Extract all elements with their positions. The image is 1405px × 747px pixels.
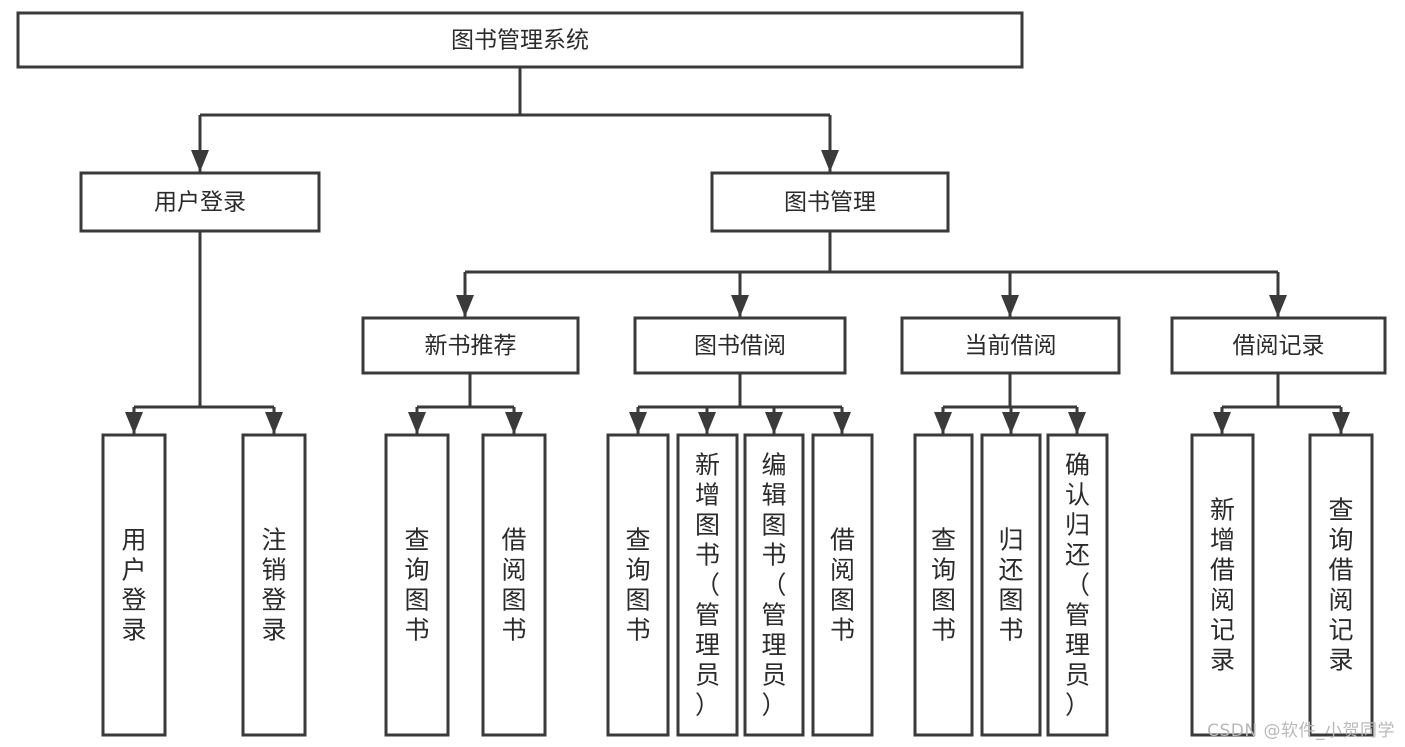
node-root-system[interactable]: 图书管理系统 [16,11,1024,69]
node-leaf-user-login-rect[interactable] [101,433,167,737]
node-leaf-query-borrow-record-rect[interactable] [1308,433,1374,737]
node-root-system-label: 图书管理系统 [451,28,589,54]
arrow-down-icon-level3-0 [456,295,474,317]
arrow-down-icon-leaf-0-0 [125,412,143,434]
arrow-down-icon-leaf-1-1 [505,412,523,434]
node-leaf-logout[interactable]: 注销登录 [241,433,307,737]
node-leaf-query-book-cur-label: 查询图书 [931,525,956,644]
node-leaf-borrow-book-bor[interactable]: 借阅图书 [811,433,874,737]
node-leaf-confirm-return-admin-rect[interactable] [1046,433,1109,737]
node-leaf-query-book-rec-rect[interactable] [384,433,450,737]
node-current-borrow[interactable]: 当前借阅 [900,316,1121,375]
node-leaf-borrow-book-rec-rect[interactable] [481,433,547,737]
arrow-down-icon-leaf-0-1 [265,412,283,434]
node-borrow-record-label: 借阅记录 [1233,333,1325,359]
node-user-login-label: 用户登录 [154,190,246,216]
node-leaf-edit-book-admin[interactable]: 编辑图书（管理员） [743,433,805,737]
node-leaf-add-book-admin-label: 新增图书（管理员） [695,450,720,719]
node-leaf-add-book-admin[interactable]: 新增图书（管理员） [676,433,739,737]
node-leaf-return-book[interactable]: 归还图书 [980,433,1042,737]
node-leaf-query-book-cur-rect[interactable] [913,433,974,737]
node-leaf-confirm-return-admin-label: 确认归还（管理员） [1065,450,1090,719]
node-leaf-query-borrow-record[interactable]: 查询借阅记录 [1308,433,1374,737]
arrow-down-icon-level3-3 [1269,295,1287,317]
node-leaf-query-book-rec-label: 查询图书 [404,525,429,644]
node-leaf-query-book-bor-label: 查询图书 [625,525,650,644]
arrow-down-icon-leaf-2-3 [833,412,851,434]
node-leaf-query-book-cur[interactable]: 查询图书 [913,433,974,737]
node-leaf-return-book-rect[interactable] [980,433,1042,737]
node-leaf-borrow-book-bor-rect[interactable] [811,433,874,737]
node-book-manage[interactable]: 图书管理 [710,171,950,233]
node-leaf-query-book-bor[interactable]: 查询图书 [606,433,670,737]
arrow-down-icon-leaf-3-2 [1068,412,1086,434]
node-leaf-return-book-label: 归还图书 [998,525,1023,644]
node-book-manage-label: 图书管理 [784,190,876,216]
node-leaf-edit-book-admin-label: 编辑图书（管理员） [761,450,786,719]
node-leaf-query-borrow-record-label: 查询借阅记录 [1328,495,1353,674]
node-leaf-add-borrow-record-rect[interactable] [1190,433,1255,737]
node-leaf-confirm-return-admin[interactable]: 确认归还（管理员） [1046,433,1109,737]
node-user-login[interactable]: 用户登录 [79,171,321,233]
node-leaf-query-book-bor-rect[interactable] [606,433,670,737]
node-leaf-add-borrow-record[interactable]: 新增借阅记录 [1190,433,1255,737]
arrow-down-icon-level2-0 [191,150,209,172]
node-leaf-query-book-rec[interactable]: 查询图书 [384,433,450,737]
node-leaf-logout-rect[interactable] [241,433,307,737]
arrow-down-icon-leaf-4-1 [1332,412,1350,434]
node-leaf-user-login[interactable]: 用户登录 [101,433,167,737]
node-leaf-borrow-book-rec-label: 借阅图书 [501,525,526,644]
node-leaf-add-book-admin-rect[interactable] [676,433,739,737]
node-book-borrow[interactable]: 图书借阅 [633,316,847,375]
node-leaf-add-borrow-record-label: 新增借阅记录 [1210,495,1235,674]
node-user-login-rect[interactable] [79,171,321,233]
arrow-down-icon-leaf-3-0 [934,412,952,434]
node-current-borrow-rect[interactable] [900,316,1121,375]
node-leaf-user-login-label: 用户登录 [121,525,146,644]
node-new-book-rec[interactable]: 新书推荐 [361,316,580,375]
arrow-down-icon-leaf-2-2 [765,412,783,434]
arrow-down-icon-leaf-2-1 [698,412,716,434]
node-book-manage-rect[interactable] [710,171,950,233]
node-leaf-borrow-book-bor-label: 借阅图书 [830,525,855,644]
node-new-book-rec-rect[interactable] [361,316,580,375]
node-current-borrow-label: 当前借阅 [965,333,1057,359]
node-layer: 图书管理系统用户登录图书管理新书推荐图书借阅当前借阅借阅记录用户登录注销登录查询… [16,11,1387,737]
arrow-down-icon-leaf-1-0 [408,412,426,434]
node-new-book-rec-label: 新书推荐 [425,333,517,359]
connector-layer [125,67,1350,434]
node-root-system-rect[interactable] [16,11,1024,69]
arrow-down-icon-leaf-2-0 [629,412,647,434]
node-leaf-edit-book-admin-rect[interactable] [743,433,805,737]
arrow-down-icon-level3-1 [731,295,749,317]
node-leaf-logout-label: 注销登录 [261,525,286,644]
arrow-down-icon-level3-2 [1001,295,1019,317]
arrow-down-icon-level2-1 [821,150,839,172]
node-book-borrow-label: 图书借阅 [694,333,786,359]
arrow-down-icon-leaf-3-1 [1002,412,1020,434]
node-book-borrow-rect[interactable] [633,316,847,375]
node-leaf-borrow-book-rec[interactable]: 借阅图书 [481,433,547,737]
node-borrow-record-rect[interactable] [1170,316,1387,375]
node-borrow-record[interactable]: 借阅记录 [1170,316,1387,375]
arrow-down-icon-leaf-4-0 [1213,412,1231,434]
